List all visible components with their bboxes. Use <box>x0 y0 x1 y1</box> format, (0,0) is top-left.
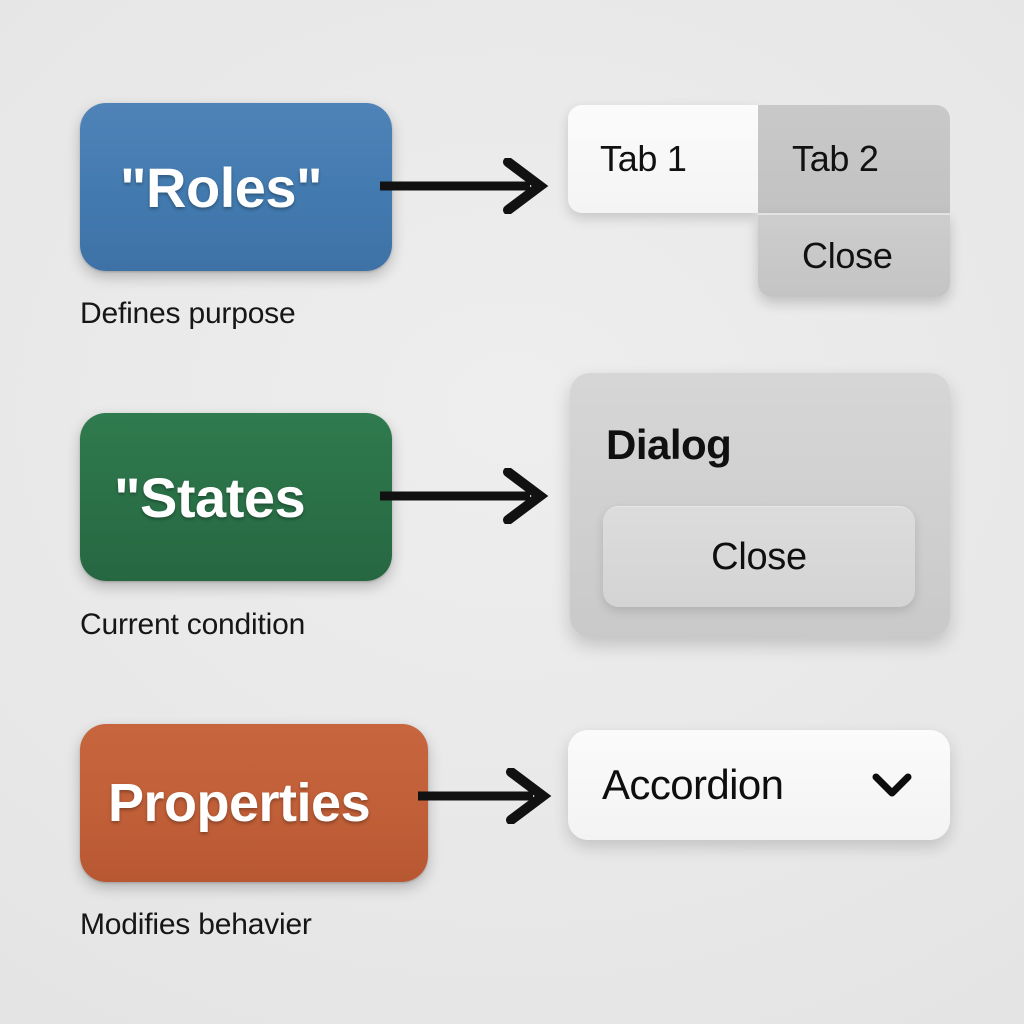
accordion-label: Accordion <box>602 761 784 808</box>
arrow-right-icon-states <box>380 467 550 529</box>
arrow-right-icon-roles <box>380 157 550 219</box>
concept-chip-states[interactable]: "States <box>80 413 392 581</box>
chevron-down-icon[interactable] <box>870 770 914 805</box>
arrow-right-icon-properties <box>418 767 553 829</box>
concept-chip-properties[interactable]: Properties <box>80 724 428 882</box>
tab-2-label: Tab 2 <box>792 138 879 179</box>
dialog-close-button[interactable]: Close <box>603 506 915 607</box>
concept-chip-roles[interactable]: "Roles" <box>80 103 392 271</box>
tab-close-label: Close <box>802 235 893 276</box>
concept-chip-states-label: "States <box>114 465 306 529</box>
dialog-close-button-label: Close <box>711 535 807 578</box>
dialog-widget: Dialog Close <box>570 373 950 637</box>
accordion-widget[interactable]: Accordion <box>568 730 950 840</box>
dialog-title: Dialog <box>606 421 732 468</box>
tab-close-button[interactable]: Close <box>758 213 950 297</box>
concept-chip-roles-label: "Roles" <box>120 155 323 219</box>
concept-chip-properties-label: Properties <box>108 773 371 833</box>
concept-caption-roles: Defines purpose <box>80 297 296 330</box>
tab-2[interactable]: Tab 2 <box>758 105 950 213</box>
concept-caption-properties: Modifies behavier <box>80 908 312 941</box>
tabs-widget: Tab 1 Tab 2 Close <box>568 105 950 297</box>
concept-caption-states: Current condition <box>80 608 306 641</box>
tab-1-label: Tab 1 <box>600 138 687 179</box>
tab-1[interactable]: Tab 1 <box>568 105 758 213</box>
